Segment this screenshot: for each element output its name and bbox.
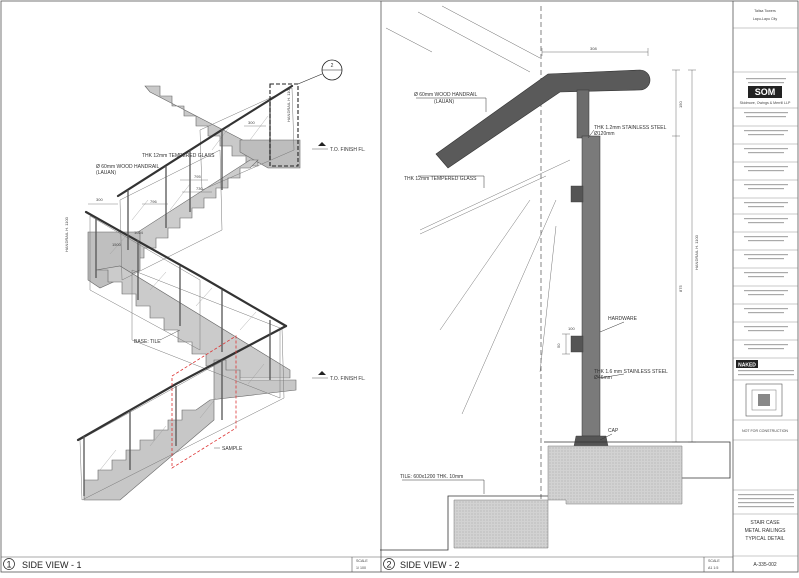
label-base-tile: BASE: TILE	[134, 339, 161, 345]
dim-300-top: 300	[248, 120, 255, 125]
title-block	[733, 27, 798, 557]
glass-panel-1	[119, 149, 223, 281]
view-number-circle-1	[3, 558, 15, 570]
bracket-top	[570, 185, 584, 203]
project-sub: Lapu-Lapu City	[753, 17, 778, 21]
view-number-1: 1	[6, 560, 11, 570]
label-handrail-h-top: HANDRAIL H. 1100	[286, 86, 291, 122]
glass-panel-5	[79, 327, 285, 501]
view-number-2: 2	[386, 560, 391, 570]
label-steel-top-dia: Ø120mm	[594, 131, 615, 137]
logo2-box	[736, 360, 758, 368]
project-name: Talisa Towers	[754, 9, 776, 13]
glass-panel-3	[89, 215, 201, 351]
firm-sub: Skidmore, Owings & Merrill LLP	[740, 101, 791, 105]
key-plan	[745, 383, 783, 417]
label-to-finish-top: T.O. FINISH FL.	[330, 147, 366, 153]
wood-handrail-section	[435, 69, 651, 169]
dim-width: 308	[590, 46, 597, 51]
dim-796: 796	[150, 199, 157, 204]
glass-panel-detail	[419, 159, 571, 415]
dim-100: 100	[568, 326, 575, 331]
concrete-slab	[453, 445, 683, 549]
scale-value-2: A1 1:5	[708, 566, 718, 570]
callout-number: 2	[331, 63, 334, 69]
drawing-title-3: TYPICAL DETAIL	[745, 536, 784, 542]
detail-drawing	[380, 5, 731, 551]
sheet-number: A-335-002	[753, 562, 777, 568]
label-handrail-h-left: HANDRAIL H. 1100	[64, 216, 69, 252]
glass-panel-4	[131, 269, 281, 399]
label-steel-top: THK 1.2mm STAINLESS STEEL	[594, 125, 667, 131]
label-to-finish-bottom: T.O. FINISH FL.	[330, 376, 366, 382]
label-tempered-glass-left: THK 12mm TEMPERED GLASS	[142, 153, 215, 159]
dim-150: 150	[678, 101, 683, 108]
not-for-construction: NOT FOR CONSTRUCTION	[742, 429, 788, 433]
detail-dims	[541, 48, 696, 443]
bottom-flight	[83, 359, 297, 501]
dim-50: 50	[556, 343, 561, 348]
dim-875: 875	[678, 285, 683, 292]
steel-post	[581, 135, 601, 437]
drawing-title-2: METAL RAILINGS	[745, 528, 787, 534]
label-steel-mid-dia: Ø46mm	[594, 375, 612, 381]
wall-lines	[385, 5, 541, 73]
dim-1500: 1500	[112, 242, 122, 247]
scale-value-1: 1/ 100	[356, 566, 366, 570]
label-cap: CAP	[608, 428, 619, 434]
label-handrail-h-right: HANDRAIL H. 1100	[694, 234, 699, 270]
view-number-circle-2	[383, 558, 395, 570]
scale-label-2: SCALE	[708, 559, 720, 563]
scale-label-1: SCALE	[356, 559, 368, 563]
label-steel-mid: THK 1.6 mm STAINLESS STEEL	[594, 369, 668, 375]
detail-callout-box	[269, 83, 299, 167]
dim-795: 795	[194, 174, 201, 179]
dim-300-left: 300	[96, 197, 103, 202]
dim-lines	[88, 125, 266, 205]
label-hardware: HARDWARE	[608, 316, 638, 322]
logo2: NAKED	[738, 363, 756, 369]
label-tempered-glass-right: THK 12mm TEMPERED GLASS	[404, 176, 477, 182]
dim-1024: 1024	[134, 230, 144, 235]
glass-panel-2	[199, 87, 295, 191]
post-cap	[573, 435, 609, 447]
stair-drawing: 2	[76, 59, 343, 501]
view-title-2: SIDE VIEW - 2	[400, 560, 460, 570]
glass-hatch	[99, 115, 269, 471]
sample-box	[171, 335, 237, 469]
view-title-1: SIDE VIEW - 1	[22, 560, 82, 570]
posts	[83, 100, 271, 496]
label-sample: SAMPLE	[222, 446, 243, 452]
title-block-fine-print	[738, 78, 794, 508]
dim-730: 730	[196, 186, 203, 191]
lower-flight	[95, 265, 291, 379]
bracket-hardware	[570, 335, 584, 353]
firm-logo-box	[748, 86, 782, 98]
left-leaders	[159, 148, 328, 449]
handrails	[76, 84, 294, 442]
label-wood-handrail-right: Ø 60mm WOOD HANDRAIL	[414, 92, 478, 98]
label-wood-handrail-left: Ø 60mm WOOD HANDRAIL	[96, 164, 160, 170]
label-lauan-left: (LAUAN)	[96, 170, 116, 176]
label-tile: TILE: 600x1200 THK. 10mm	[400, 474, 463, 480]
detail-leaders	[402, 97, 625, 494]
label-lauan-right: (LAUAN)	[434, 99, 454, 105]
upper-flight	[144, 85, 259, 167]
firm-logo: SOM	[755, 87, 776, 97]
steel-collar	[576, 89, 590, 139]
drawing-title-1: STAIR CASE	[750, 520, 780, 526]
